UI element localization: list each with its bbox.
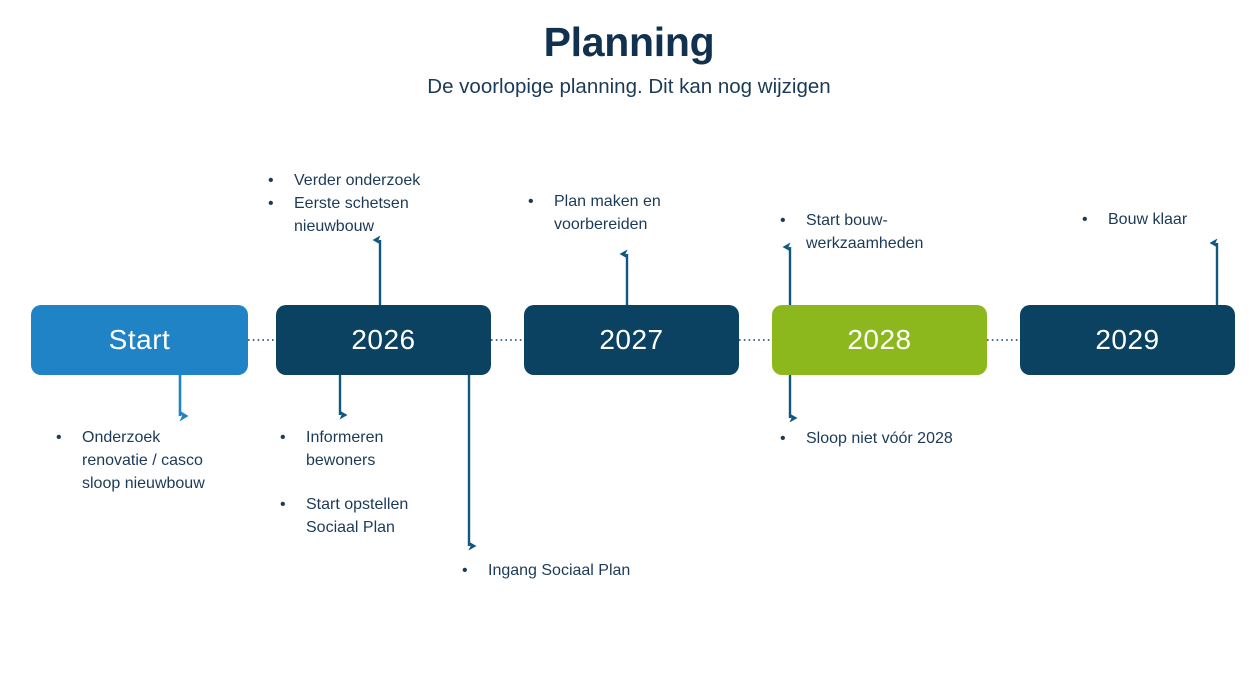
page-subtitle: De voorlopige planning. Dit kan nog wijz… [427, 75, 831, 98]
label-below-start: • Onderzoek renovatie / casco sloop nieu… [54, 426, 269, 495]
label-below-2026: • Informeren bewoners • Start opstellen … [278, 426, 478, 539]
milestone-label: 2028 [847, 324, 912, 355]
bullet-item: • Sloop niet vóór 2028 [778, 427, 1028, 450]
label-above-2027: • Plan maken en voorbereiden [526, 190, 736, 236]
milestone-box-start[interactable]: Start [31, 305, 248, 375]
bullet-text: Start bouw- werkzaamheden [806, 212, 924, 252]
bullet-item: • Eerste schetsen nieuwbouw [266, 192, 481, 238]
bullet-item: • Start opstellen Sociaal Plan [278, 493, 478, 539]
bullet-item: • Start bouw- werkzaamheden [778, 209, 993, 255]
milestone-box-2028[interactable]: 2028 [772, 305, 987, 375]
bullet-dot: • [280, 429, 286, 446]
bullet-item: • Plan maken en voorbereiden [526, 190, 736, 236]
bullet-text: Informeren bewoners [306, 429, 384, 469]
bullet-dot: • [1082, 211, 1088, 228]
page-title: Planning [543, 19, 715, 65]
label-above-2026: • Verder onderzoek • Eerste schetsen nie… [266, 169, 481, 238]
bullet-text: Bouw klaar [1108, 211, 1188, 228]
bullet-item: • Ingang Sociaal Plan [460, 559, 710, 582]
milestone-label: Start [108, 324, 171, 355]
bullet-dot: • [462, 562, 468, 579]
bullet-dot: • [268, 172, 274, 189]
bullet-dot: • [268, 195, 274, 212]
bullet-dot: • [56, 429, 62, 446]
bullet-text: Verder onderzoek [294, 172, 421, 189]
milestone-box-2029[interactable]: 2029 [1020, 305, 1235, 375]
label-below-2028: • Sloop niet vóór 2028 [778, 427, 1028, 450]
bullet-text: Sloop niet vóór 2028 [806, 430, 953, 447]
milestone-box-2026[interactable]: 2026 [276, 305, 491, 375]
bullet-dot: • [528, 193, 534, 210]
bullet-item: • Onderzoek renovatie / casco sloop nieu… [54, 426, 269, 495]
bullet-dot: • [280, 496, 286, 513]
label-below-2026-far: • Ingang Sociaal Plan [460, 559, 710, 582]
bullet-dot: • [780, 430, 786, 447]
bullet-item: • Informeren bewoners [278, 426, 478, 472]
bullet-text: Eerste schetsen nieuwbouw [294, 195, 409, 235]
bullet-text: Ingang Sociaal Plan [488, 562, 631, 579]
milestone-label: 2029 [1095, 324, 1160, 355]
bullet-dot: • [780, 212, 786, 229]
bullet-text: Plan maken en voorbereiden [554, 193, 661, 233]
milestone-box-2027[interactable]: 2027 [524, 305, 739, 375]
label-above-2028: • Start bouw- werkzaamheden [778, 209, 993, 255]
bullet-text: Onderzoek renovatie / casco sloop nieuwb… [82, 429, 205, 492]
bullet-text: Start opstellen Sociaal Plan [306, 496, 409, 536]
bullet-item: • Verder onderzoek [266, 169, 481, 192]
milestone-label: 2027 [599, 324, 664, 355]
bullet-item: • Bouw klaar [1080, 208, 1255, 231]
label-above-2029: • Bouw klaar [1080, 208, 1255, 231]
milestone-label: 2026 [351, 324, 416, 355]
